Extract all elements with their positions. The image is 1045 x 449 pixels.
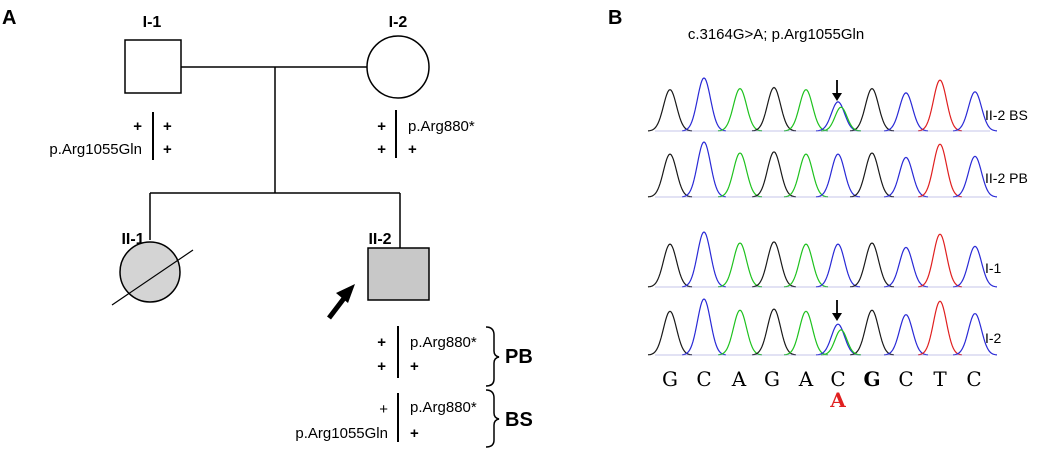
- trace-ii2-pb-peak-7: [849, 152, 895, 198]
- panel-a-label: A: [2, 7, 16, 29]
- proband-arrow-icon: [336, 284, 355, 303]
- i2-label: I-2: [389, 14, 408, 31]
- ii2-male-affected-symbol: [367, 247, 430, 301]
- i1-allele-right-1: +: [163, 118, 172, 135]
- trace-i1-peak-5: [783, 243, 829, 288]
- bs-brace-icon: [485, 389, 500, 448]
- pb-allele-right-1: p.Arg880*: [410, 334, 477, 351]
- trace-i1-peak-8: [883, 246, 929, 288]
- pb-tag: PB: [505, 346, 533, 368]
- trace-i1-peak-4: [751, 241, 797, 288]
- pb-allele-right-2: +: [410, 358, 419, 375]
- trace-i1-peak-9: [917, 233, 963, 288]
- sequence-base-6: C: [830, 367, 845, 391]
- sequence-base-5: A: [798, 367, 814, 391]
- i1-allele-left-1: +: [133, 118, 142, 135]
- trace-ii2-pb-peak-5: [783, 153, 829, 198]
- trace-ii2-bs-peak-1: [647, 89, 693, 132]
- ii2-label: II-2: [368, 231, 391, 248]
- trace-ii2-bs-peak-9: [917, 79, 963, 132]
- trace-i1-peak-6: [815, 243, 861, 288]
- panel-b-title: c.3164G>A; p.Arg1055Gln: [688, 26, 864, 43]
- i1-male-symbol: [124, 39, 182, 94]
- track-label-ii2-pb: II-2 PB: [985, 170, 1028, 186]
- sequence-base-4: G: [764, 367, 780, 391]
- i2-allele-right-2: +: [408, 141, 417, 158]
- trace-i2-peak-7: [849, 309, 895, 356]
- trace-ii2-bs-peak-4: [751, 86, 797, 132]
- trace-i2-peak-8: [883, 314, 929, 356]
- trace-i2-peak-5: [783, 310, 829, 356]
- trace-i2-peak-3: [717, 309, 763, 356]
- panel-b-label: B: [608, 7, 622, 29]
- i1-allele-right-2: +: [163, 141, 172, 158]
- sequence-base-2: C: [696, 367, 711, 391]
- trace-i1-peak-1: [647, 243, 693, 288]
- i2-allele-left-2: +: [377, 141, 386, 158]
- bs-allele-left-2: p.Arg1055Gln: [295, 425, 388, 442]
- trace-ii2-pb-peak-2: [681, 141, 727, 198]
- trace-ii2-pb-peak-9: [917, 143, 963, 198]
- ii1-female-affected-deceased-symbol: [119, 241, 181, 303]
- trace-ii2-bs-peak-2: [681, 77, 727, 132]
- i1-label: I-1: [143, 14, 162, 31]
- i1-allele-left-2: p.Arg1055Gln: [49, 141, 142, 158]
- trace-ii2-bs-peak-3: [717, 87, 763, 132]
- trace-i1-peak-2: [681, 231, 727, 288]
- variant-arrow-top-icon: [832, 93, 842, 101]
- pb-allele-left-2: +: [377, 358, 386, 375]
- sequence-base-1: G: [662, 367, 678, 391]
- track-label-i1: I-1: [985, 260, 1002, 276]
- track-label-ii2-bs: II-2 BS: [985, 107, 1028, 123]
- pb-brace-icon: [485, 326, 500, 387]
- trace-ii2-pb-peak-4: [751, 151, 797, 198]
- trace-i2-peak-10: [952, 312, 998, 356]
- trace-i2-peak-4: [751, 308, 797, 356]
- variant-arrow-bottom-icon: [832, 313, 842, 321]
- trace-i1-peak-7: [849, 242, 895, 288]
- bs-allele-left-1: +: [379, 401, 388, 418]
- trace-ii2-pb-peak-8: [883, 156, 929, 198]
- trace-i2-variant-peak: [820, 329, 862, 356]
- i2-allele-right-1: p.Arg880*: [408, 118, 475, 135]
- ii1-deceased-slash: [111, 249, 194, 306]
- trace-ii2-bs-peak-6: [815, 101, 861, 132]
- sequence-base-9: T: [933, 367, 947, 391]
- trace-i2-peak-6: [815, 323, 861, 356]
- sequence-base-10: C: [966, 367, 981, 391]
- pb-allele-left-1: +: [377, 334, 386, 351]
- bs-tag: BS: [505, 409, 533, 431]
- trace-ii2-bs-peak-5: [783, 89, 829, 132]
- trace-i2-peak-9: [917, 300, 963, 356]
- sequence-base-8: C: [898, 367, 913, 391]
- trace-ii2-bs-peak-7: [849, 87, 895, 132]
- trace-ii2-bs-peak-10: [952, 91, 998, 132]
- track-label-i2: I-2: [985, 330, 1002, 346]
- bs-allele-right-1: p.Arg880*: [410, 399, 477, 416]
- trace-i2-peak-1: [647, 310, 693, 356]
- trace-ii2-pb-peak-6: [815, 153, 861, 198]
- sequence-base-3: A: [731, 367, 747, 391]
- trace-ii2-bs-peak-8: [883, 92, 929, 132]
- chromatograms: [647, 77, 998, 356]
- trace-ii2-bs-variant-peak: [821, 106, 861, 132]
- i2-female-symbol: [366, 35, 430, 99]
- trace-i1-peak-10: [952, 245, 998, 288]
- sequence-base-7: G: [863, 367, 880, 391]
- trace-i1-peak-3: [717, 242, 763, 288]
- trace-ii2-pb-peak-1: [647, 153, 693, 198]
- proband-arrow-shaft: [327, 295, 347, 320]
- bs-allele-right-2: +: [410, 425, 419, 442]
- i2-allele-left-1: +: [377, 118, 386, 135]
- trace-i2-peak-2: [681, 298, 727, 356]
- trace-ii2-pb-peak-3: [717, 152, 763, 198]
- variant-base: A: [829, 388, 846, 412]
- trace-ii2-pb-peak-10: [952, 155, 998, 198]
